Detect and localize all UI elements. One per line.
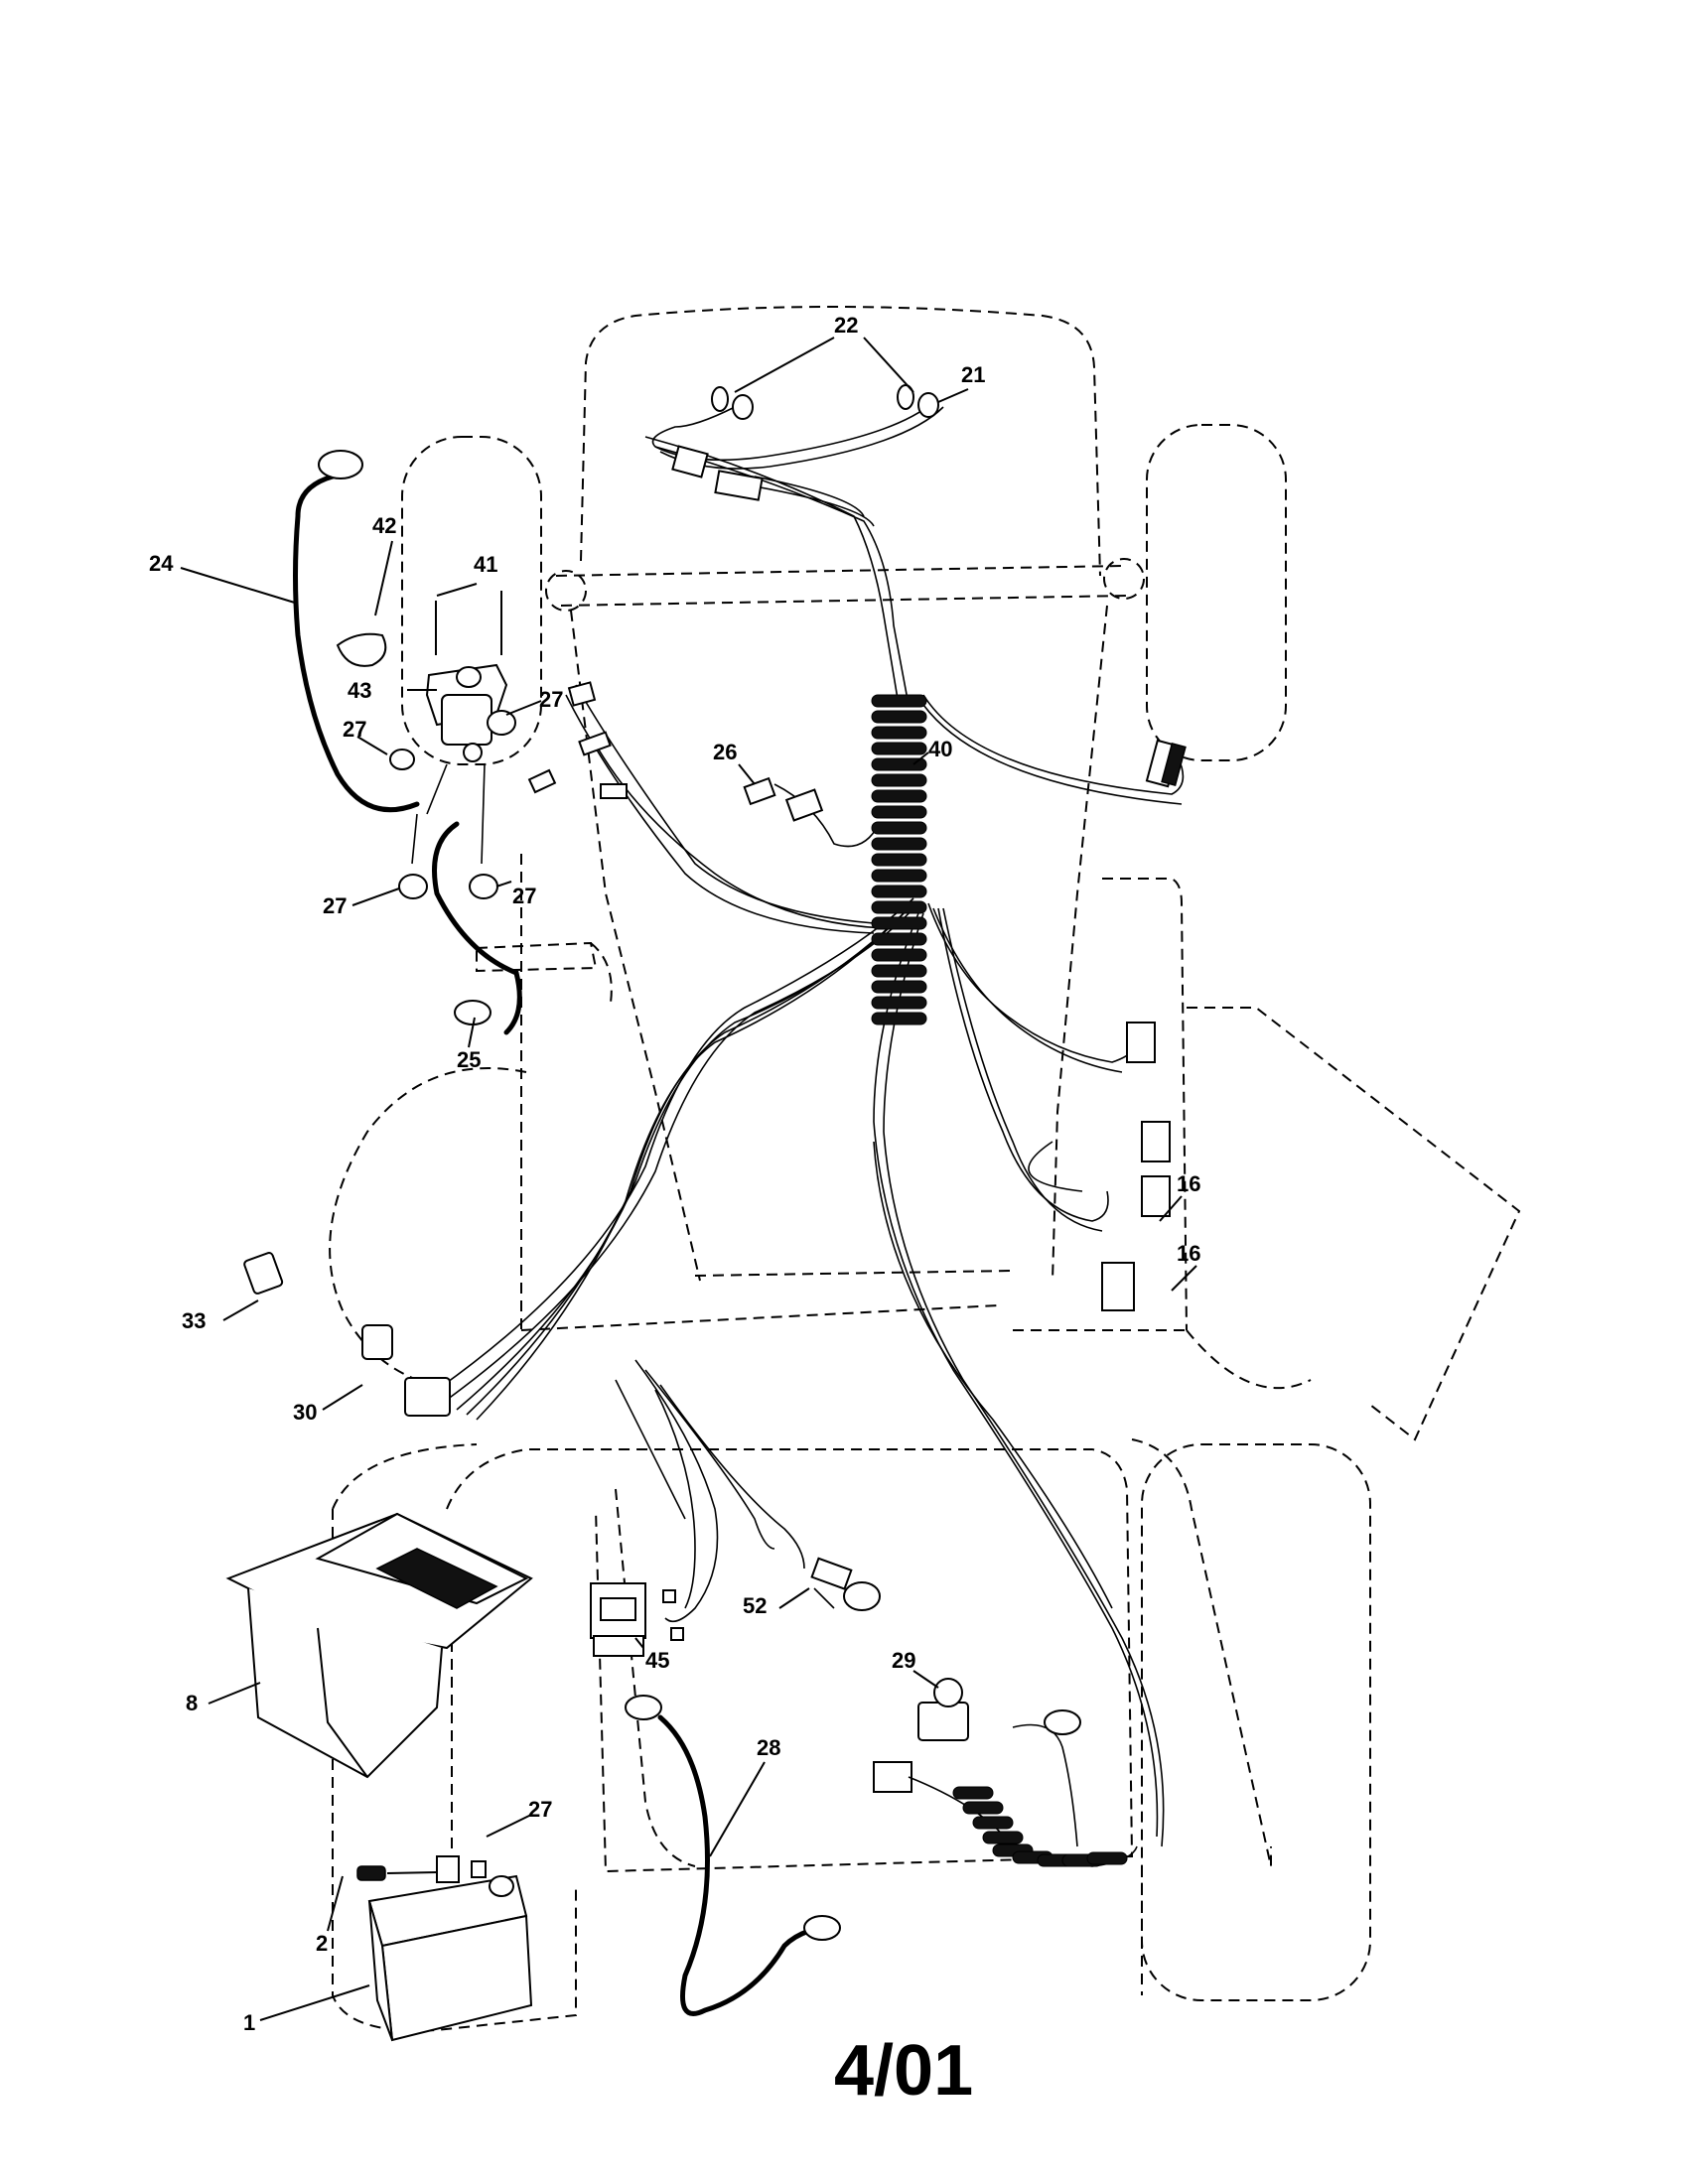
callout-45: 45 <box>645 1648 669 1673</box>
ignition-switch <box>243 1252 451 1417</box>
front-right-connector <box>1145 739 1187 788</box>
callout-27-right-lower: 27 <box>512 884 536 908</box>
callout-2: 2 <box>316 1931 328 1956</box>
callout-30: 30 <box>293 1400 317 1425</box>
callout-27-left-upper: 27 <box>343 717 366 742</box>
callout-40: 40 <box>928 737 952 761</box>
callout-33: 33 <box>182 1308 206 1333</box>
hour-meter <box>590 1582 684 1657</box>
callout-8: 8 <box>186 1691 198 1715</box>
callout-43: 43 <box>348 678 371 703</box>
callout-24: 24 <box>149 551 174 576</box>
seat-area-connectors <box>527 681 628 799</box>
callout-leaders <box>180 337 1197 2021</box>
starter-solenoid-assembly <box>293 450 522 1035</box>
callout-22: 22 <box>834 313 858 338</box>
callout-52: 52 <box>743 1593 767 1618</box>
callout-1: 1 <box>243 2010 255 2035</box>
harness-conduit-coil <box>871 694 927 1025</box>
tractor-outline <box>329 306 1521 2032</box>
main-harness-wires <box>436 436 1185 1847</box>
indicator-lamp <box>810 1557 881 1611</box>
callout-27-right-upper: 27 <box>539 687 563 712</box>
callout-16-lower: 16 <box>1177 1241 1200 1266</box>
callout-42: 42 <box>372 513 396 538</box>
callout-labels: 1 2 8 16 16 21 22 24 25 26 27 27 27 27 2… <box>149 313 1200 2035</box>
callout-29: 29 <box>892 1648 915 1673</box>
pto-switch <box>873 1678 1138 1867</box>
battery-box <box>225 1512 533 1779</box>
callout-27-left-lower: 27 <box>323 893 347 918</box>
seat-switch-connectors <box>1101 1022 1171 1311</box>
battery <box>356 1855 533 2042</box>
headlight-harness <box>651 384 944 527</box>
callout-26: 26 <box>713 740 737 764</box>
callout-28: 28 <box>757 1735 780 1760</box>
callout-41: 41 <box>474 552 497 577</box>
diagram-code: 4/01 <box>834 2031 973 2111</box>
fuse <box>743 776 824 822</box>
callout-16-upper: 16 <box>1177 1171 1200 1196</box>
ground-cable <box>625 1695 841 2016</box>
callout-21: 21 <box>961 362 985 387</box>
callout-25: 25 <box>457 1047 481 1072</box>
callout-27-battery: 27 <box>528 1797 552 1822</box>
